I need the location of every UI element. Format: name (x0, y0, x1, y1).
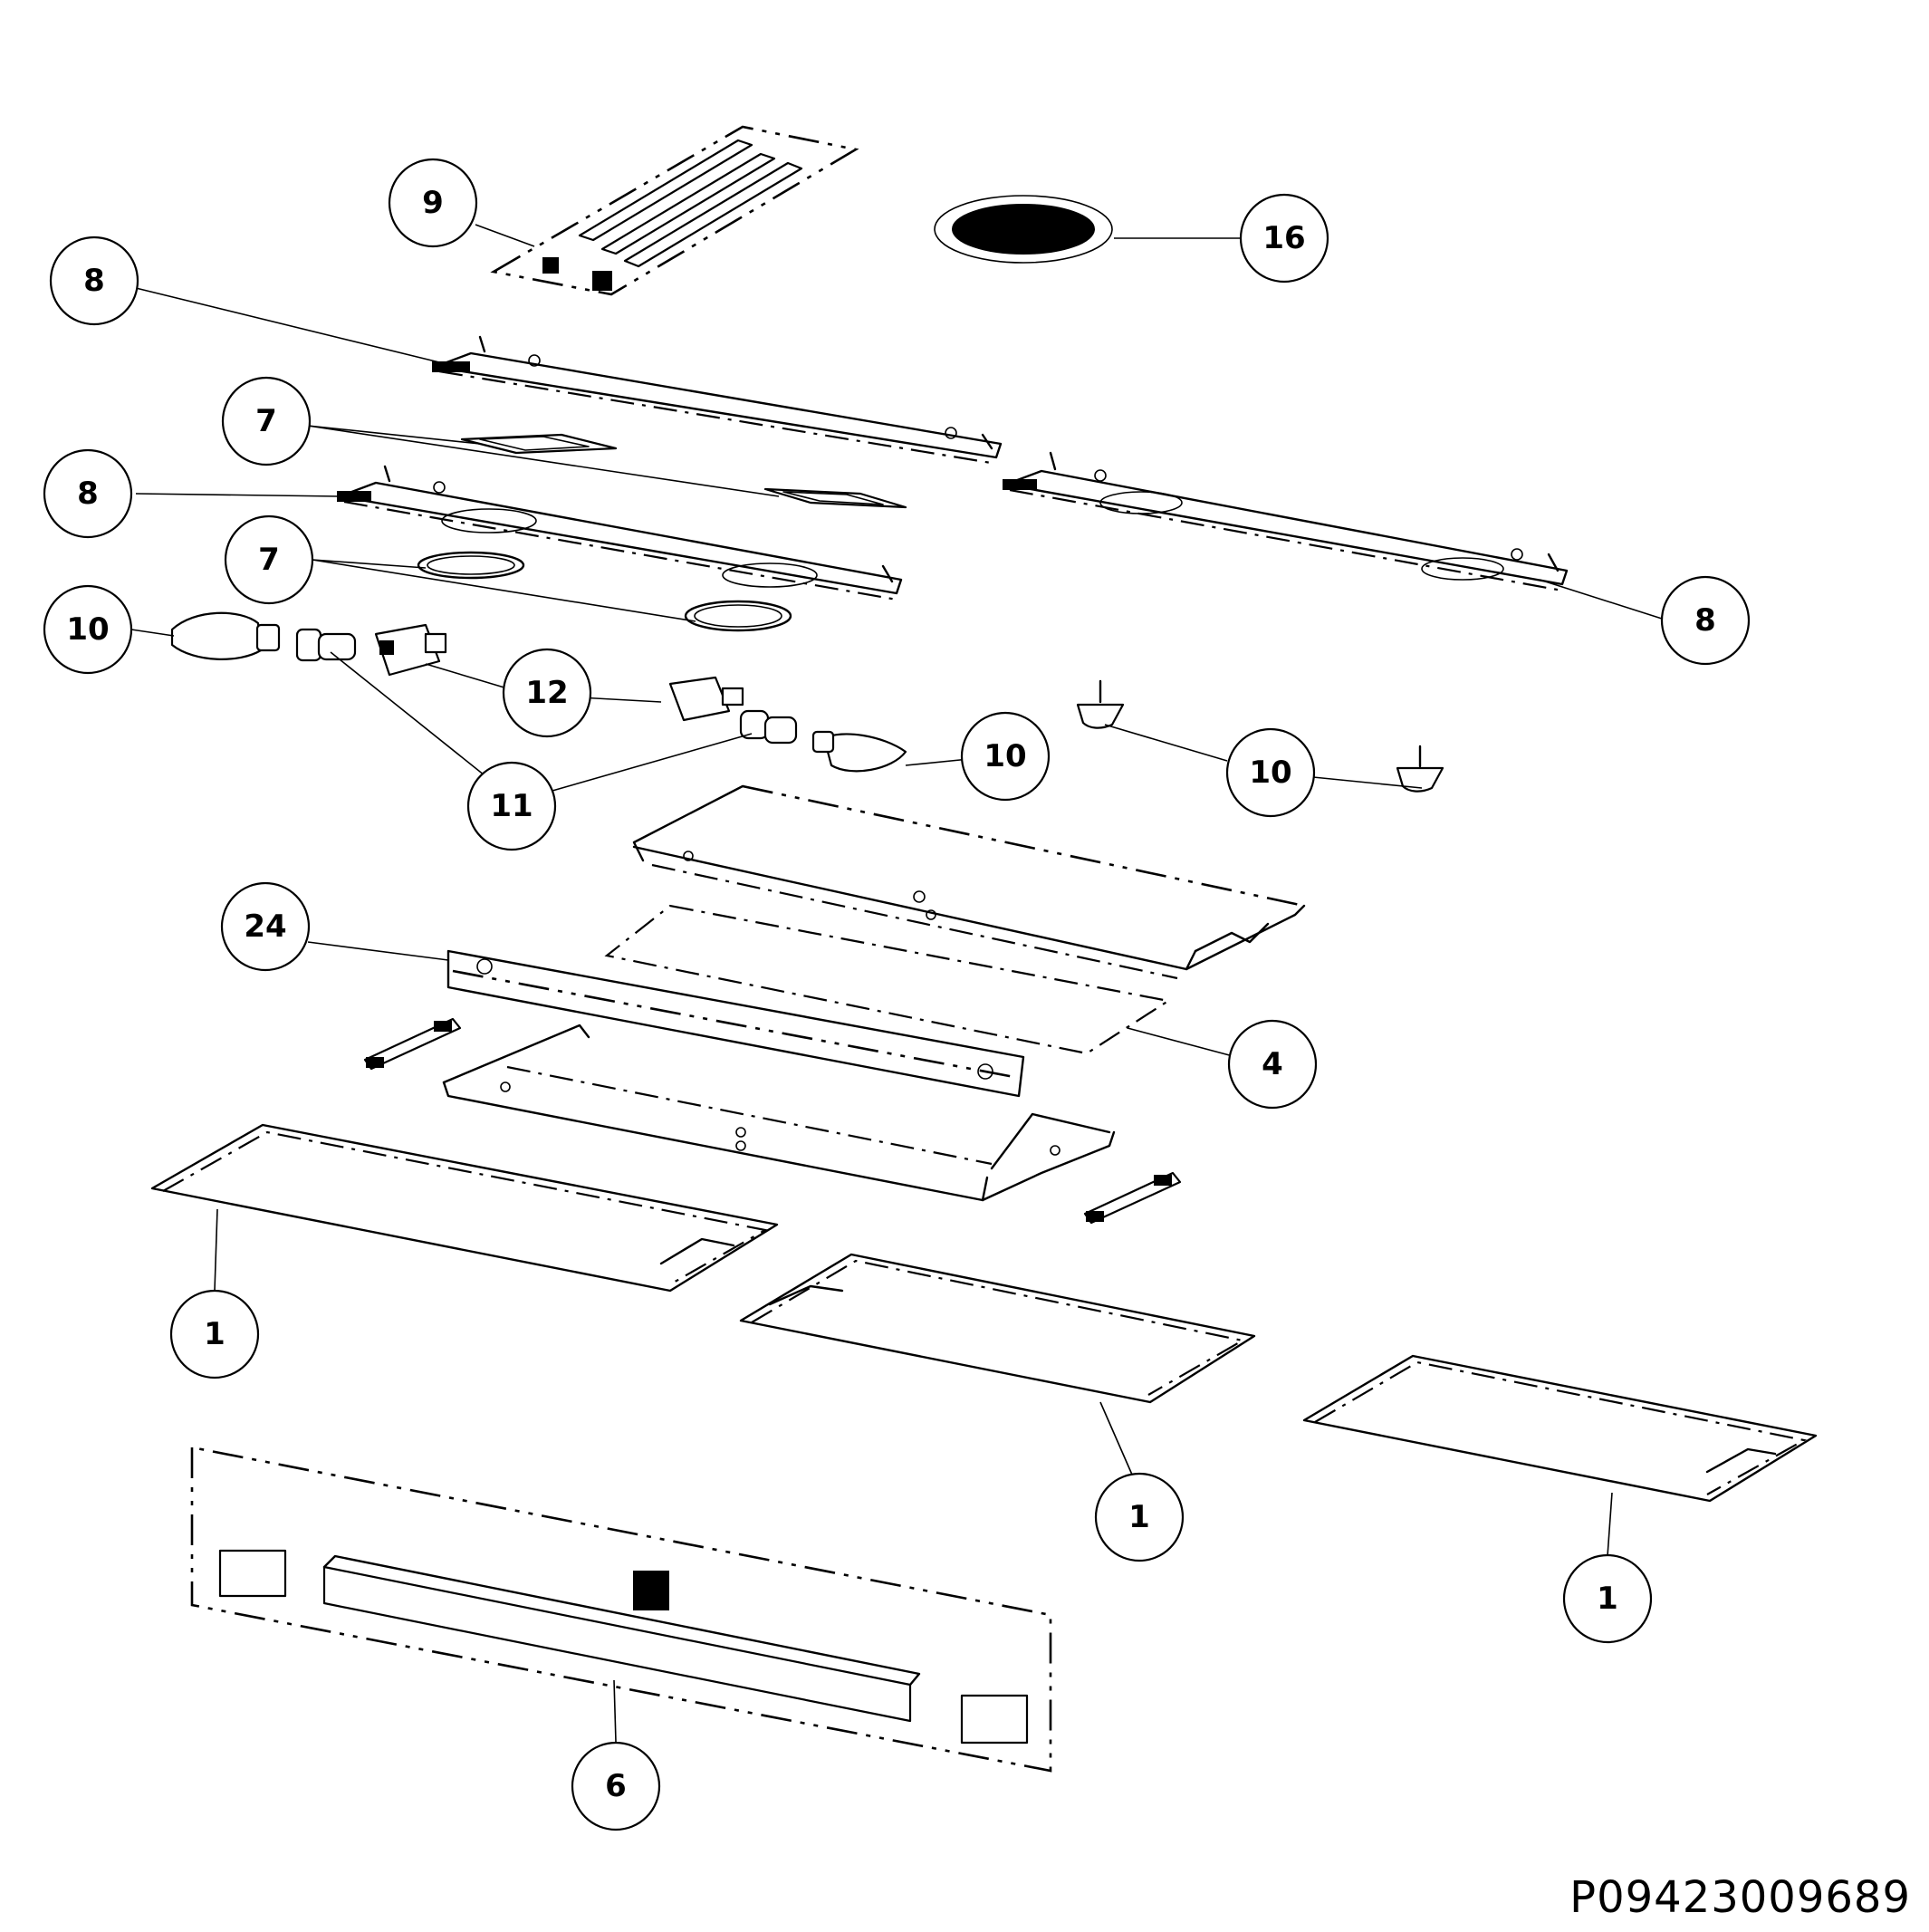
part-10-spot-1 (1076, 679, 1125, 729)
callout-7-top: 7 (221, 376, 312, 466)
part-11-holder-left (295, 628, 357, 662)
callout-10-left: 10 (43, 584, 133, 675)
callout-8-top: 8 (49, 235, 139, 326)
svg-text:8: 8 (83, 263, 105, 299)
part-7-brackets (460, 433, 907, 509)
svg-text:10: 10 (984, 738, 1026, 774)
leader-lines (130, 224, 1663, 1743)
clip-left (363, 1017, 462, 1071)
clip-right (1083, 1171, 1182, 1225)
callout-1-middle: 1 (1094, 1472, 1185, 1562)
callout-4: 4 (1227, 1019, 1318, 1110)
part-7-rings (417, 551, 792, 632)
part-12-switch-right (668, 676, 744, 722)
part-1-filter-right (1302, 1354, 1818, 1503)
part-10-bulb-right (811, 730, 907, 773)
svg-text:1: 1 (204, 1316, 226, 1352)
callout-24: 24 (220, 881, 311, 972)
part-1-filter-left (150, 1123, 779, 1293)
part-10-spot-2 (1396, 745, 1444, 793)
svg-text:12: 12 (525, 675, 568, 711)
part-1-filter-middle (739, 1253, 1256, 1404)
callout-6: 6 (571, 1741, 661, 1831)
housing-frame-lower (442, 1024, 1116, 1202)
svg-text:24: 24 (244, 908, 286, 945)
part-8-right-tray (1003, 451, 1569, 592)
part-16-disc (934, 195, 1113, 264)
callout-7-rings: 7 (224, 514, 314, 605)
svg-text:16: 16 (1262, 220, 1305, 256)
svg-text:10: 10 (66, 611, 109, 648)
svg-text:9: 9 (422, 185, 444, 221)
callout-8-right: 8 (1660, 575, 1751, 666)
callout-1-left: 1 (169, 1289, 260, 1379)
drawing-code: P09423009689 (1569, 1872, 1911, 1923)
callout-9: 9 (388, 158, 478, 248)
part-11-holder-right (739, 709, 798, 745)
part-9-rail-kit (490, 125, 859, 296)
housing-tray-upper (632, 784, 1306, 980)
part-6-front-panel (190, 1446, 1052, 1773)
part-8-top-tray (432, 335, 1003, 466)
part-12-switch-left (374, 623, 447, 677)
svg-text:7: 7 (255, 403, 277, 439)
svg-text:8: 8 (1694, 602, 1716, 639)
part-8-middle-tray (337, 465, 903, 601)
svg-text:11: 11 (490, 788, 533, 824)
part-10-bulb-left (170, 611, 281, 660)
svg-text:4: 4 (1262, 1046, 1283, 1082)
svg-text:10: 10 (1249, 755, 1291, 791)
callout-10-right: 10 (1225, 727, 1316, 818)
svg-text:8: 8 (77, 476, 99, 512)
callout-10-middle: 10 (960, 711, 1051, 802)
svg-text:1: 1 (1597, 1581, 1618, 1617)
callout-1-right: 1 (1562, 1553, 1653, 1644)
svg-text:6: 6 (605, 1768, 627, 1804)
callout-11: 11 (466, 761, 557, 851)
callout-16: 16 (1239, 193, 1329, 284)
callout-8-middle: 8 (43, 448, 133, 539)
svg-text:1: 1 (1128, 1499, 1150, 1535)
svg-text:7: 7 (258, 542, 280, 578)
callout-12: 12 (502, 648, 592, 738)
part-4-plate (604, 904, 1171, 1055)
part-24-bar (446, 949, 1025, 1098)
